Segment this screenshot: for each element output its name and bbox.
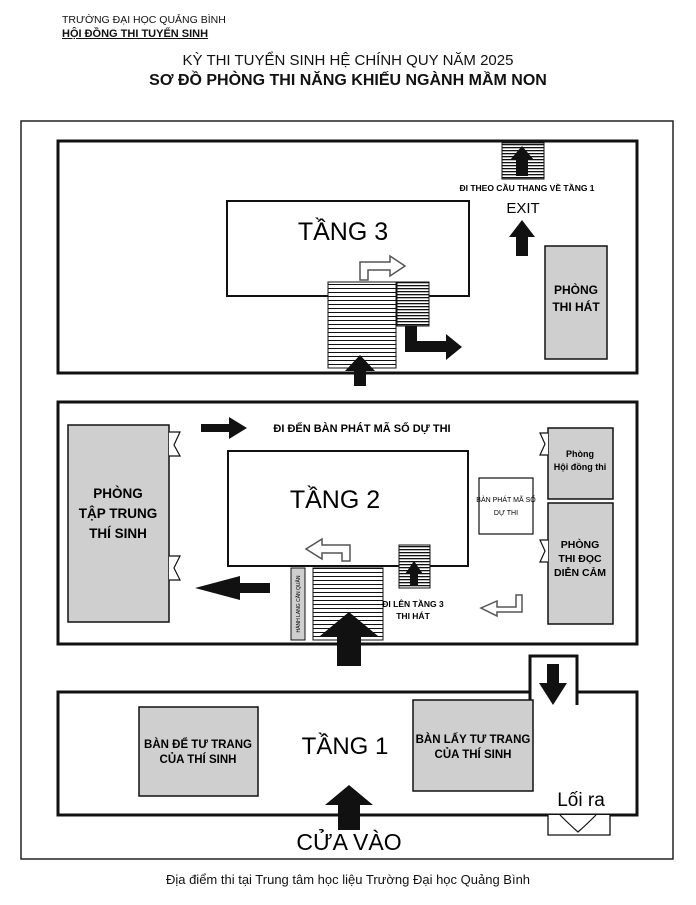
exit-direction-arrow-icon <box>405 326 462 360</box>
floor2-label: TẦNG 2 <box>290 485 380 514</box>
exit-label: EXIT <box>506 200 539 217</box>
floor3-outline <box>56 139 639 375</box>
stairs-note: ĐI THEO CẦU THANG VỀ TẦNG 1 <box>459 183 594 193</box>
floor3-label: TẦNG 3 <box>298 217 388 246</box>
left-arrow-icon <box>195 576 270 600</box>
floor3-stairs-down <box>396 281 430 327</box>
turn-arrow-icon <box>304 537 351 562</box>
room-council-line1: Phòng <box>566 449 594 459</box>
door-icon <box>169 555 181 581</box>
room-singing-line2: THI HÁT <box>552 299 600 314</box>
pickup-desk-line1: BÀN LẤY TƯ TRANG <box>416 733 531 746</box>
to-desk-note: ĐI ĐẾN BÀN PHÁT MÃ SỐ DỰ THI <box>273 421 450 435</box>
number-desk <box>478 477 534 535</box>
deposit-desk-line2: CỦA THÍ SINH <box>160 753 237 766</box>
room-reading-line2: THI ĐỌC <box>558 553 602 565</box>
up-arrow-icon <box>345 355 375 386</box>
door-icon <box>169 431 182 457</box>
room-gathering <box>67 424 170 623</box>
location-note: Địa điểm thi tại Trung tâm học liệu Trườ… <box>165 872 531 887</box>
outer-frame <box>20 120 674 860</box>
room-gathering-line1: PHÒNG <box>93 486 143 501</box>
up-arrow-icon <box>405 561 423 586</box>
deposit-desk <box>138 706 259 797</box>
turn-arrow-icon <box>359 254 407 281</box>
number-desk-line2: DỰ THI <box>494 510 518 517</box>
pickup-desk <box>412 699 534 792</box>
council-name: HỘI ĐỒNG THI TUYỂN SINH <box>62 28 209 40</box>
exit-door-label: Lối ra <box>557 790 605 811</box>
map-title: SƠ ĐỒ PHÒNG THI NĂNG KHIẾU NGÀNH MẦM NON <box>149 72 547 89</box>
corridor-strip <box>290 567 306 641</box>
up-arrow-icon <box>510 146 534 176</box>
right-arrow-icon <box>201 417 247 439</box>
exit-arrow-icon <box>509 220 535 256</box>
university-name: TRƯỜNG ĐẠI HỌC QUẢNG BÌNH <box>62 14 226 26</box>
down-arrow-icon <box>539 664 567 705</box>
room-gathering-line3: THÍ SINH <box>89 526 147 541</box>
floor3-stairs <box>327 281 397 369</box>
room-gathering-line2: TẬP TRUNG <box>79 506 158 521</box>
floor1-label: TẦNG 1 <box>302 732 389 760</box>
door-icon <box>539 432 548 456</box>
room-reading-line1: PHÒNG <box>561 538 600 551</box>
room-council-line2: Hội đồng thi <box>554 462 606 472</box>
exit-door-icon <box>547 815 611 836</box>
entrance-arrow-icon <box>325 785 373 830</box>
deposit-desk-line1: BÀN ĐỂ TƯ TRANG <box>144 738 252 751</box>
door-icon <box>539 539 548 563</box>
up-note-line2: THI HÁT <box>396 611 430 621</box>
room-council <box>547 427 614 500</box>
entrance-label: CỬA VÀO <box>296 827 401 855</box>
exam-title: KỲ THI TUYỂN SINH HỆ CHÍNH QUY NĂM 2025 <box>182 52 514 69</box>
room-singing <box>544 245 608 360</box>
room-singing-line1: PHÒNG <box>554 282 598 297</box>
room-reading <box>547 502 614 625</box>
number-desk-line1: BÀN PHÁT MÃ SỐ <box>476 494 536 504</box>
up-note-line1: ĐI LÊN TẦNG 3 <box>382 598 444 609</box>
big-up-arrow-icon <box>320 612 378 666</box>
corridor-label: HÀNH LANG CĂN QUÂN <box>295 575 302 632</box>
turn-arrow-icon <box>479 594 523 618</box>
room-reading-line3: DIỄN CẢM <box>554 566 606 579</box>
pickup-desk-line2: CỦA THÍ SINH <box>435 748 512 761</box>
